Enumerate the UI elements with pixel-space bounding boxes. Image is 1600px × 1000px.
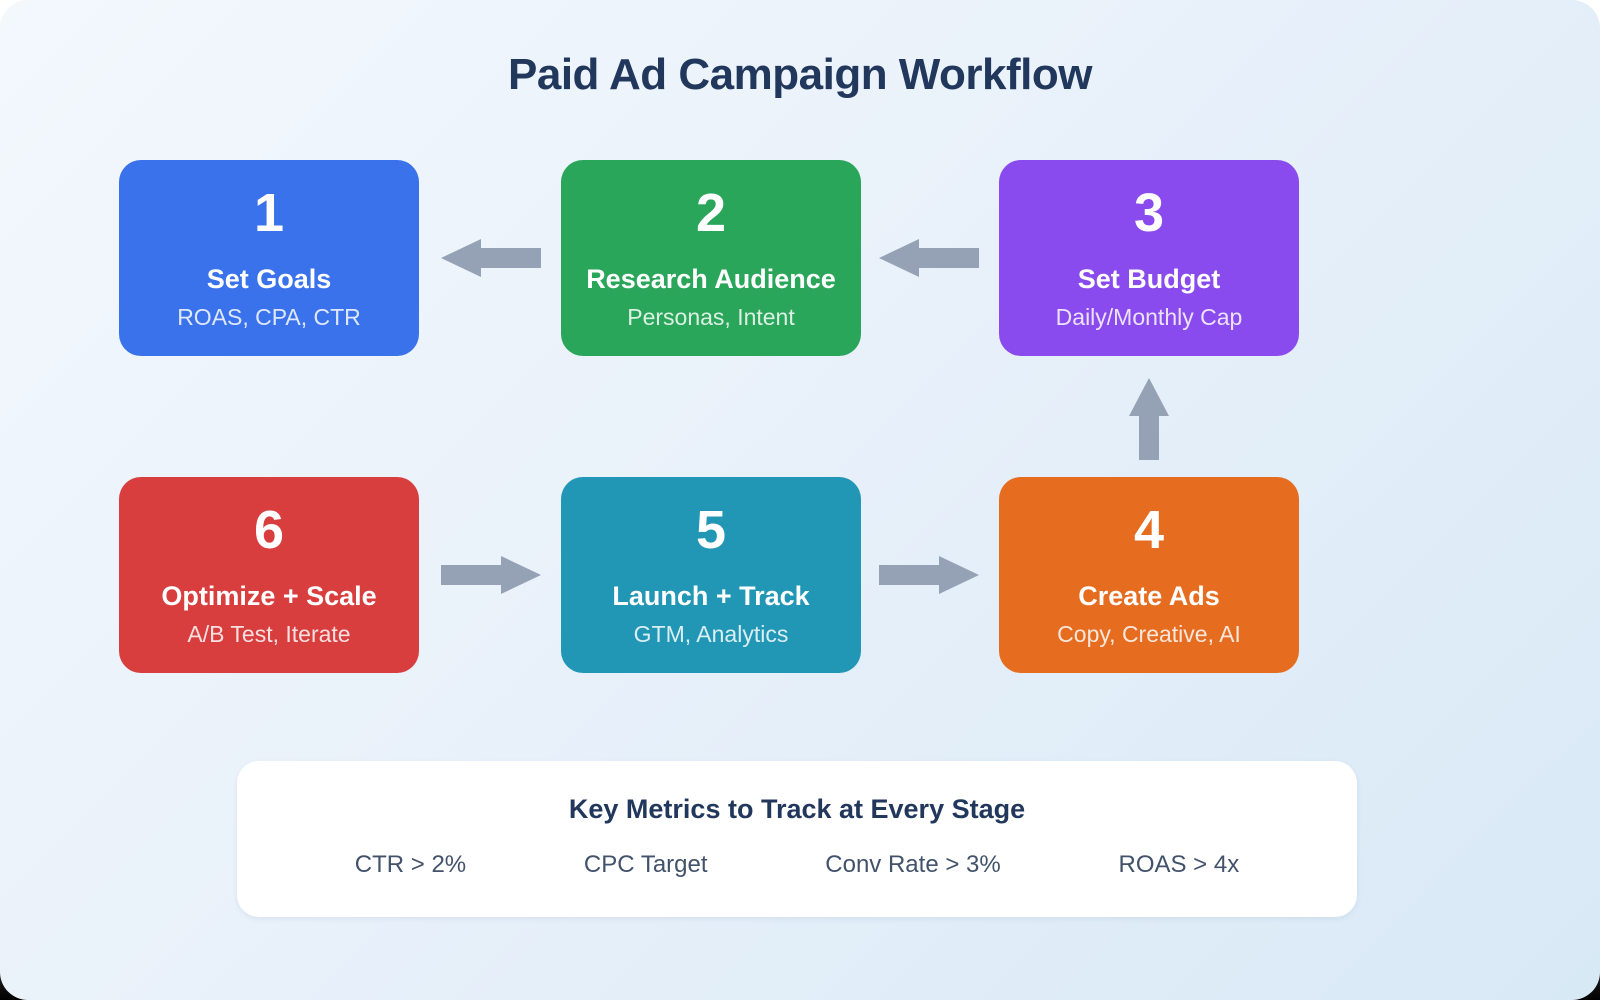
step-number: 2 xyxy=(695,182,727,243)
step-box-6: 6 Optimize + Scale A/B Test, Iterate xyxy=(119,477,419,673)
step-number: 6 xyxy=(253,499,285,560)
arrowhead-right xyxy=(501,556,541,594)
step-subtitle: Daily/Monthly Cap xyxy=(1055,303,1243,330)
step-subtitle: A/B Test, Iterate xyxy=(187,620,351,647)
arrowhead-up xyxy=(1129,378,1169,416)
step-title: Create Ads xyxy=(1078,580,1220,611)
metrics-row: CTR > 2% CPC Target Conv Rate > 3% ROAS … xyxy=(237,851,1357,879)
step-number: 1 xyxy=(253,182,285,243)
arrowhead-right xyxy=(939,556,979,594)
page-title: Paid Ad Campaign Workflow xyxy=(508,50,1093,99)
step-box-3: 3 Set Budget Daily/Monthly Cap xyxy=(999,160,1299,356)
metrics-card-title: Key Metrics to Track at Every Stage xyxy=(568,794,1026,824)
step-subtitle: GTM, Analytics xyxy=(633,620,789,647)
step-box-2: 2 Research Audience Personas, Intent xyxy=(561,160,861,356)
step-subtitle: Copy, Creative, AI xyxy=(1057,620,1241,647)
step-title: Optimize + Scale xyxy=(161,580,377,611)
step-number: 4 xyxy=(1133,499,1165,560)
metric-item: Conv Rate > 3% xyxy=(825,851,1001,878)
arrow-left-icon xyxy=(441,239,541,277)
step-title: Set Budget xyxy=(1077,263,1221,294)
metric-item: CTR > 2% xyxy=(354,851,467,878)
arrow-shaft xyxy=(919,248,979,268)
arrow-right-icon xyxy=(879,556,979,594)
metric-item: CPC Target xyxy=(583,851,708,878)
arrow-shaft xyxy=(481,248,541,268)
step-subtitle: Personas, Intent xyxy=(627,303,795,330)
step-number: 3 xyxy=(1133,182,1165,243)
arrow-left-icon xyxy=(879,239,979,277)
arrow-shaft xyxy=(441,565,501,585)
step-box-1: 1 Set Goals ROAS, CPA, CTR xyxy=(119,160,419,356)
step-title: Research Audience xyxy=(586,263,836,294)
arrowhead-left xyxy=(441,239,481,277)
step-title: Set Goals xyxy=(206,263,332,294)
metrics-card: Key Metrics to Track at Every Stage CTR … xyxy=(237,761,1357,917)
arrow-right-icon xyxy=(441,556,541,594)
step-box-4: 4 Create Ads Copy, Creative, AI xyxy=(999,477,1299,673)
step-number: 5 xyxy=(695,499,727,560)
arrow-shaft xyxy=(879,565,939,585)
arrowhead-left xyxy=(879,239,919,277)
arrow-shaft xyxy=(1139,416,1159,460)
step-subtitle: ROAS, CPA, CTR xyxy=(177,303,361,330)
arrow-up-icon xyxy=(1129,378,1169,460)
metric-item: ROAS > 4x xyxy=(1118,851,1240,878)
step-title: Launch + Track xyxy=(612,580,810,611)
step-box-5: 5 Launch + Track GTM, Analytics xyxy=(561,477,861,673)
